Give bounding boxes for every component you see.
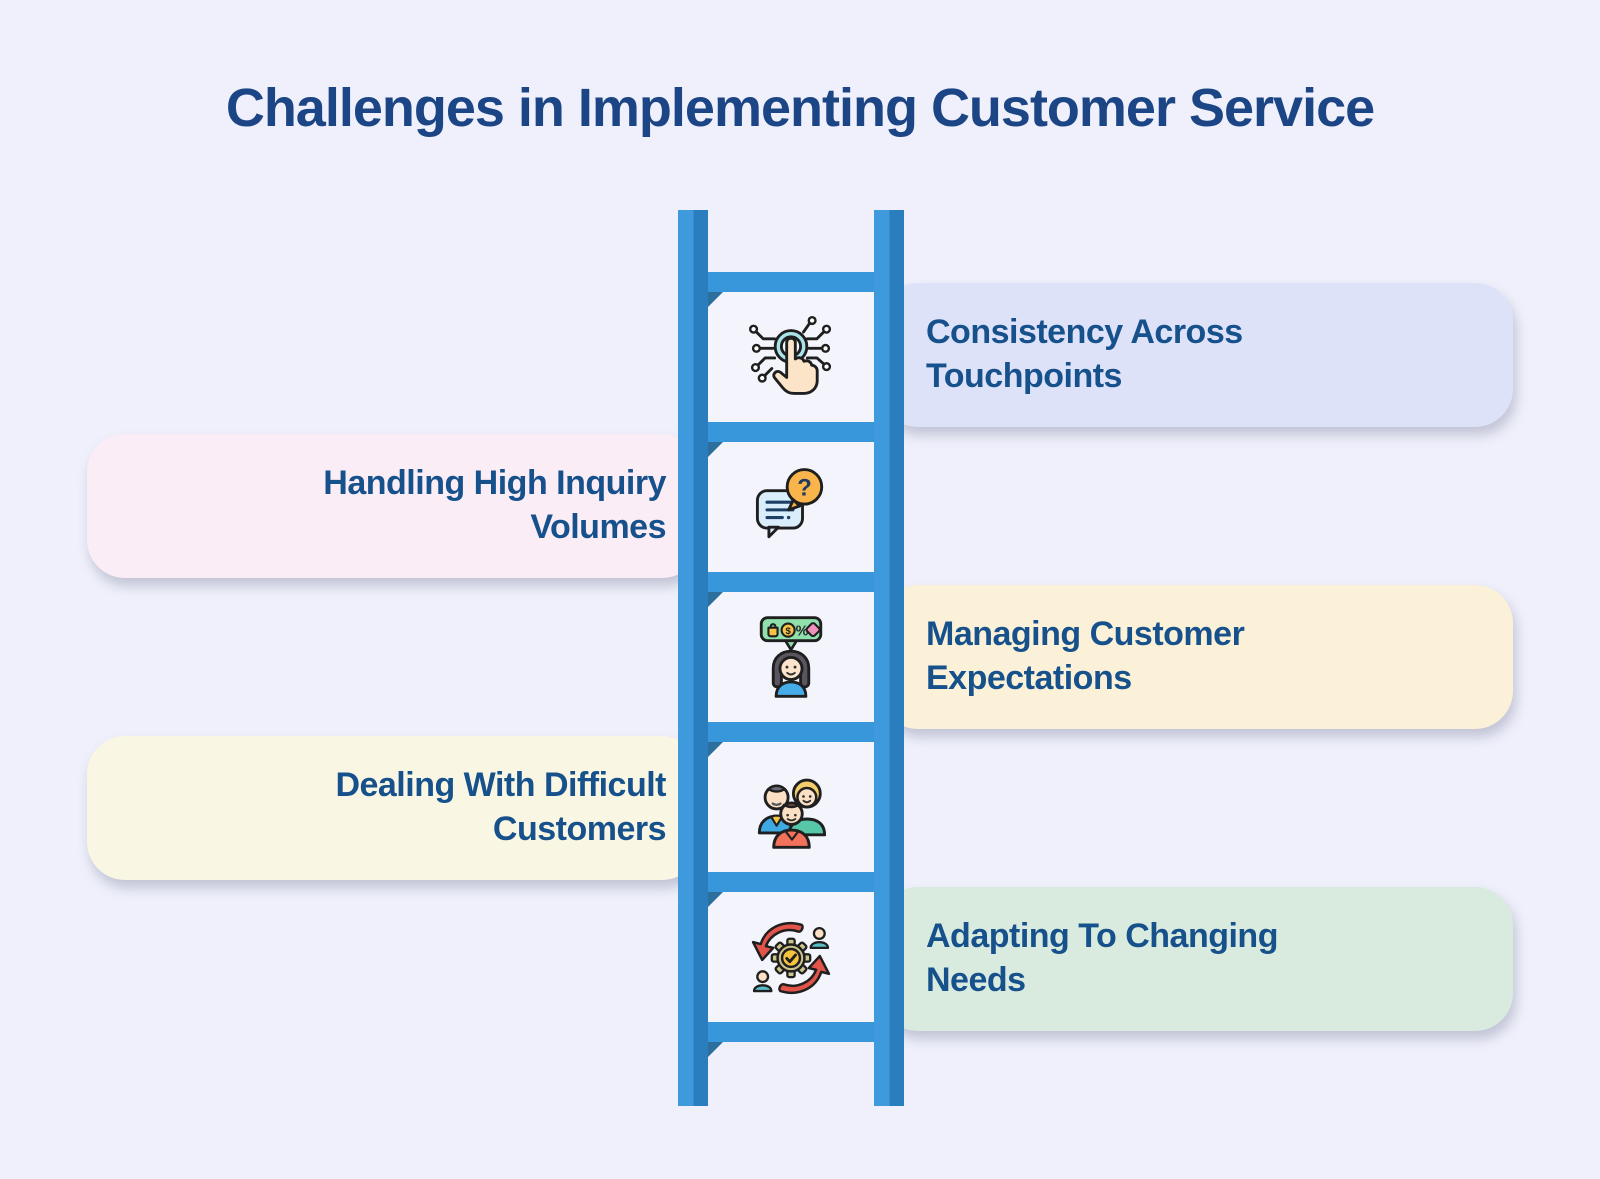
- card-label: Managing Customer Expectations: [926, 615, 1245, 697]
- svg-text:?: ?: [797, 474, 812, 501]
- adapt-change-icon: [751, 922, 831, 994]
- icon-cell-difficult-customers: [708, 742, 874, 872]
- chat-question-icon: ?: [755, 468, 824, 539]
- card-label: Dealing With Difficult Customers: [335, 766, 666, 848]
- card-consistency-touchpoints: Consistency Across Touchpoints: [880, 283, 1513, 427]
- card-adapting-needs: Adapting To Changing Needs: [880, 887, 1513, 1031]
- card-label: Adapting To Changing Needs: [926, 917, 1278, 999]
- ladder-rung: [700, 272, 880, 307]
- touch-network-icon: [749, 315, 832, 395]
- ladder-rung: [700, 422, 880, 457]
- ladder-right-rail: [874, 210, 904, 1106]
- card-high-inquiry-volumes: Handling High Inquiry Volumes: [87, 434, 700, 578]
- ladder-left-rail: [678, 210, 708, 1106]
- customer-expectations-icon: $ %: [759, 616, 823, 698]
- icon-cell-expectations: $ %: [708, 592, 874, 722]
- page-title: Challenges in Implementing Customer Serv…: [225, 78, 1375, 138]
- card-label: Consistency Across Touchpoints: [926, 313, 1243, 395]
- icon-cell-inquiries: ?: [708, 442, 874, 572]
- card-label: Handling High Inquiry Volumes: [323, 464, 666, 546]
- card-difficult-customers: Dealing With Difficult Customers: [87, 736, 700, 880]
- svg-text:%: %: [796, 623, 809, 639]
- icon-cell-adapting: [708, 892, 874, 1022]
- ladder-rung: [700, 1022, 880, 1057]
- ladder-rung: [700, 872, 880, 907]
- icon-cell-touchpoints: [708, 292, 874, 422]
- card-customer-expectations: Managing Customer Expectations: [880, 585, 1513, 729]
- ladder-rung: [700, 572, 880, 607]
- ladder-rung: [700, 722, 880, 757]
- difficult-customers-icon: [757, 778, 827, 849]
- svg-text:$: $: [785, 626, 791, 637]
